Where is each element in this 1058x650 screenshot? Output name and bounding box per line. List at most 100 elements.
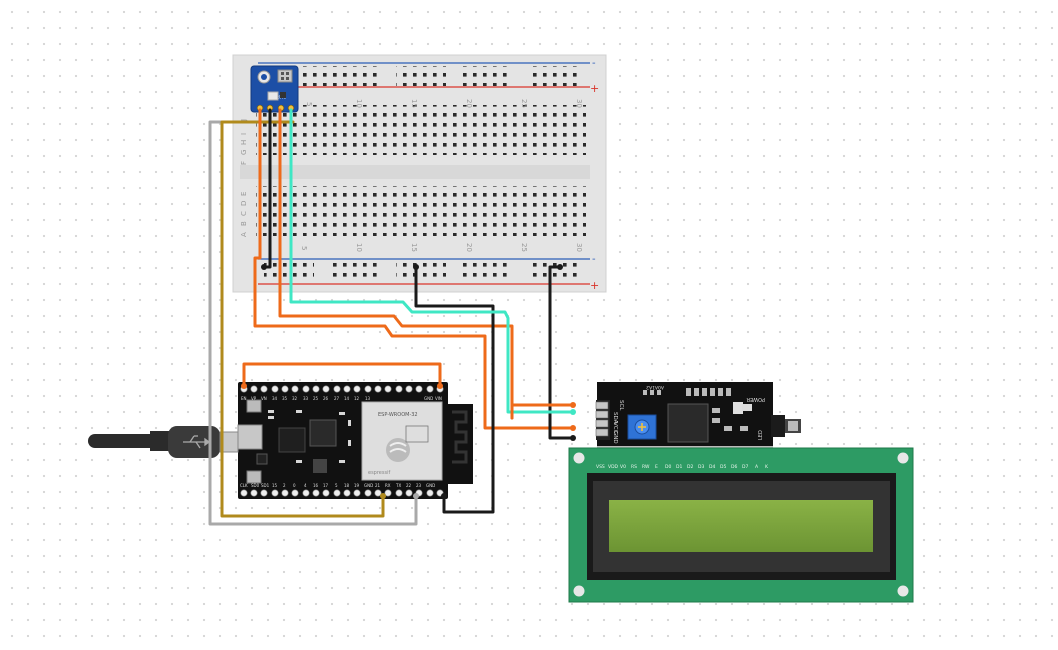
- lcd-pin-d3-label: D3: [698, 464, 704, 470]
- rail-plus-top: +: [590, 82, 599, 95]
- module-label: ESP-WROOM-32: [378, 412, 418, 418]
- esp-pin-4-label: 4: [304, 483, 307, 488]
- rail-plus-bottom: +: [590, 279, 599, 292]
- lcd-mount-hole-tl: [573, 452, 585, 464]
- row-letter-i: I: [240, 133, 248, 135]
- module-brand: espressif: [368, 470, 390, 476]
- row-letter-c: C: [240, 211, 248, 216]
- esp32-bottom-header: [240, 489, 444, 497]
- usb-cable[interactable]: [88, 426, 239, 458]
- lcd-pin-d6-label: D6: [731, 464, 737, 470]
- lcd-pin-d1-label: D1: [676, 464, 682, 470]
- reset-button[interactable]: [256, 453, 268, 465]
- smd-component: [733, 402, 743, 414]
- row-letter-e: E: [240, 192, 248, 196]
- lcd-pin-d5-label: D5: [720, 464, 726, 470]
- esp-pin-gnd-b1-label: GND: [364, 483, 373, 488]
- row-letter-a: A: [240, 232, 248, 237]
- row-letter-b: B: [240, 221, 248, 226]
- esp-pin-26-label: 26: [323, 396, 329, 401]
- lcd-pin-d7-label: D7: [742, 464, 748, 470]
- lcd-pin-d2-label: D2: [687, 464, 693, 470]
- led-jumper-label: LED: [758, 430, 764, 440]
- col-num-15-bottom: 15: [410, 243, 418, 252]
- lcd-mount-hole-bl: [573, 585, 585, 597]
- usb-icon: [183, 435, 211, 449]
- lcd-pin-d4-label: D4: [709, 464, 715, 470]
- rail-minus-bottom: -: [592, 254, 596, 265]
- lcd-screen: [609, 500, 873, 552]
- i2c-pin-scl-label: SCL: [618, 400, 624, 411]
- wire-cyan-sda: [289, 108, 575, 414]
- esp-pin-14-label: 14: [344, 396, 350, 401]
- row-letter-h: H: [240, 140, 248, 145]
- esp-pin-gnd-b2-label: GND: [426, 483, 435, 488]
- lcd-mount-hole-tr: [897, 452, 909, 464]
- col-num-15-top: 15: [410, 99, 418, 108]
- lcd-pin-vdd-label: VDD: [608, 464, 619, 470]
- col-num-10-top: 10: [355, 99, 363, 108]
- esp-pin-13-label: 13: [365, 396, 371, 401]
- esp-pin-22-label: 22: [406, 483, 412, 488]
- esp-pin-15-label: 15: [272, 483, 278, 488]
- row-letter-j: J: [240, 119, 248, 122]
- wire-orange-esp: [242, 362, 442, 388]
- esp-pin-12-label: 12: [354, 396, 360, 401]
- lcd-pin-a-label: A: [755, 464, 759, 470]
- esp-pin-en-label: EN: [241, 396, 247, 401]
- wire-orange-scl-stub: [510, 403, 575, 420]
- esp-pin-2-label: 2: [283, 483, 286, 488]
- esp-pin-17-label: 17: [323, 483, 329, 488]
- esp-pin-vn-label: VN: [261, 396, 267, 401]
- esp-pin-32-label: 32: [292, 396, 298, 401]
- lcd-mount-hole-br: [897, 585, 909, 597]
- lcd-pin-rw-label: RW: [642, 464, 650, 470]
- wires: [208, 108, 576, 526]
- esp-pin-23-label: 23: [416, 483, 422, 488]
- esp-pin-tx-label: TX: [395, 483, 401, 488]
- lcd-1602[interactable]: VSS VDD V0 RS RW E D0 D1 D2 D3 D4 D5 D6 …: [568, 447, 914, 603]
- wire-black-gnd-lcd: [548, 265, 575, 440]
- lcd-pin-rs-label: RS: [631, 464, 637, 470]
- esp-pin-27-label: 27: [334, 396, 340, 401]
- col-num-5-top: 5: [305, 102, 313, 106]
- i2c-pin-vcc-label: VCC: [612, 422, 618, 434]
- wire-black-gnd-esp: [414, 265, 495, 514]
- esp-pin-34-label: 34: [272, 396, 278, 401]
- pcf8574-chip: [667, 403, 709, 443]
- row-letter-g: G: [240, 150, 248, 155]
- col-num-25-top: 25: [520, 99, 528, 108]
- row-letter-f: F: [240, 161, 248, 165]
- esp-pin-vin-label: VIN: [435, 396, 442, 401]
- sensor-chip-icon: [277, 69, 293, 83]
- lcd-pin-e-label: E: [655, 464, 658, 470]
- bmp180-sensor[interactable]: BMP180: [250, 65, 299, 113]
- esp-pin-sd0-label: SD0: [251, 483, 260, 488]
- usb-uart-chip: [278, 427, 306, 453]
- micro-usb-port[interactable]: [237, 424, 263, 450]
- rail-minus-top: -: [592, 58, 596, 69]
- terminal-strip-top: [256, 105, 586, 155]
- esp-pin-35-label: 35: [282, 396, 288, 401]
- wire-orange-vcc-2: [278, 108, 514, 420]
- esp-pin-19-label: 19: [354, 483, 360, 488]
- antenna: [445, 404, 473, 484]
- esp-pin-16-label: 16: [313, 483, 319, 488]
- col-num-20-bottom: 20: [465, 243, 473, 252]
- esp-pin-5-label: 5: [335, 483, 338, 488]
- led-jumper[interactable]: [771, 415, 785, 437]
- i2c-pin-sda-label: SDA: [612, 412, 618, 424]
- terminal-strip-bottom: [256, 186, 586, 236]
- wire-olive-sda: [220, 120, 385, 518]
- esp-pin-vp-label: VP: [251, 396, 257, 401]
- col-num-30-bottom: 30: [575, 243, 583, 252]
- lcd-pin-k-label: K: [765, 464, 769, 470]
- i2c-lcd-adapter[interactable]: SCL SDA VCC GND A0A1A2 POWER LED: [595, 382, 801, 450]
- wire-orange-vcc: [253, 108, 575, 430]
- boot-button[interactable]: [246, 470, 262, 484]
- esp32-devkit[interactable]: ESP-WROOM-32 espressif EN VP VN: [237, 382, 473, 499]
- col-num-25-bottom: 25: [520, 243, 528, 252]
- en-button[interactable]: [246, 399, 262, 413]
- esp-pin-25-label: 25: [313, 396, 319, 401]
- esp-pin-clk-label: CLK: [240, 483, 248, 488]
